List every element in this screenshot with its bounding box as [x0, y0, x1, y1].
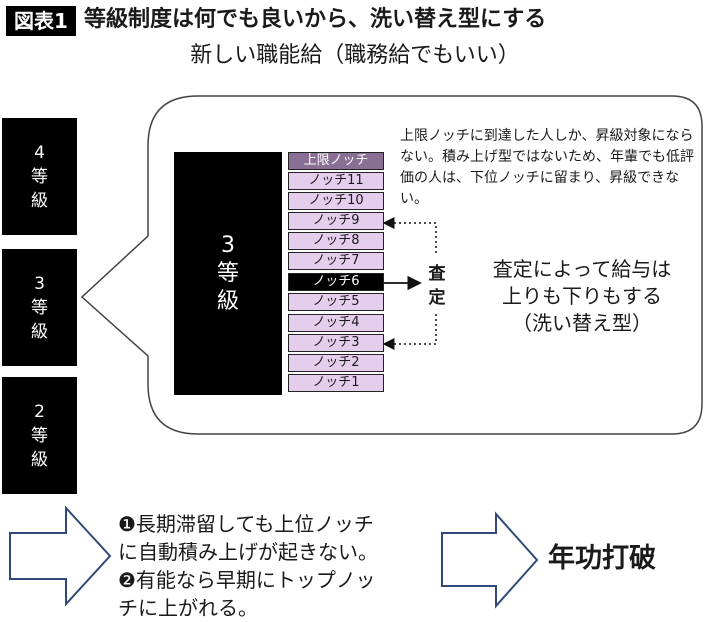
figure-title: 等級制度は何でも良いから、洗い替え型にする [84, 7, 547, 32]
notch-11: ノッチ11 [288, 172, 384, 190]
notch-6-current: ノッチ6 [288, 273, 384, 291]
result-line-2: 上りも下りもする [502, 284, 662, 308]
upper-dotted-connector [382, 217, 437, 253]
grade-3-label: 3等級 [31, 273, 48, 342]
grade-3-detail-label: 3等級 [216, 232, 239, 314]
promotion-note: 上限ノッチに到達した人しか、昇級対象にならない。積み上げ型ではないため、年輩でも… [400, 128, 694, 207]
assessment-result: 査定によって給与は 上りも下りもする （洗い替え型） [458, 256, 706, 337]
grade-4-label: 4等級 [31, 142, 48, 211]
benefit-points: ❶長期滞留しても上位ノッチ に自動積み上げが起きない。 ❷有能なら早期にトップノ… [118, 510, 438, 622]
result-line-1: 査定によって給与は [492, 257, 672, 281]
notch-4: ノッチ4 [288, 314, 384, 332]
assessment-label: 査定 [428, 264, 446, 308]
conclusion-text: 年功打破 [548, 543, 656, 574]
notch-7: ノッチ7 [288, 252, 384, 270]
grade-2-label: 2等級 [31, 401, 48, 470]
point-line-1: ❶長期滞留しても上位ノッチ [118, 512, 374, 536]
grade-3-box: 3等級 [2, 249, 77, 366]
point-line-2: に自動積み上げが起きない。 [118, 540, 378, 564]
result-line-3: （洗い替え型） [512, 311, 652, 335]
notch-2: ノッチ2 [288, 354, 384, 372]
notch-3: ノッチ3 [288, 334, 384, 352]
point-line-3: ❷有能なら早期にトップノッ [118, 568, 376, 592]
notch-top: 上限ノッチ [288, 152, 384, 170]
point-line-4: チに上がれる。 [118, 596, 258, 620]
figure-subtitle: 新しい職能給（職務給でもいい） [190, 43, 520, 68]
grade-3-detail-bar: 3等級 [174, 152, 282, 395]
lower-dotted-connector [382, 314, 437, 350]
left-block-arrow [9, 505, 112, 607]
notch-8: ノッチ8 [288, 232, 384, 250]
notch-9: ノッチ9 [288, 212, 384, 230]
grade-2-box: 2等級 [2, 377, 77, 494]
notch-1: ノッチ1 [288, 374, 384, 392]
notch-10: ノッチ10 [288, 192, 384, 210]
notch-5: ノッチ5 [288, 293, 384, 311]
grade-4-box: 4等級 [2, 118, 77, 235]
figure-label: 図表1 [6, 6, 76, 36]
right-block-arrow [441, 511, 539, 609]
